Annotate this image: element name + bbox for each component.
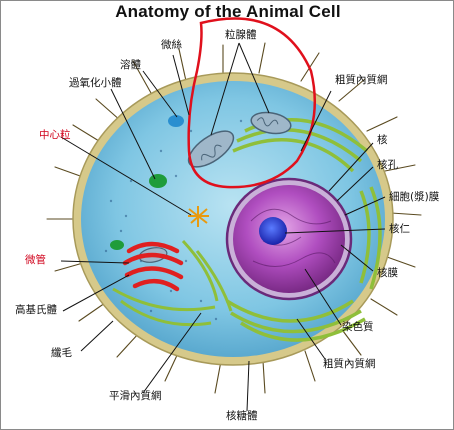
label-cell-membrane: 細胞(漿)膜: [389, 191, 440, 203]
cilia-group: [46, 42, 422, 394]
label-mitochondria: 粒腺體: [225, 29, 257, 41]
label-microtubule: 微管: [25, 254, 46, 266]
leader-lines: [60, 42, 386, 412]
mitochondria-group: [138, 111, 292, 263]
label-lysosome: 溶體: [120, 59, 141, 71]
label-centriole: 中心粒: [39, 129, 71, 141]
label-chromatin: 染色質: [342, 321, 374, 333]
nucleus-body: [233, 185, 345, 293]
lysosome: [168, 115, 184, 127]
golgi-apparatus: [122, 241, 184, 292]
peroxisome: [149, 174, 167, 188]
nucleolus: [259, 217, 287, 245]
label-nucleus: 核: [377, 134, 388, 146]
vesicle-green: [110, 240, 124, 250]
diagram-title: Anatomy of the Animal Cell: [115, 2, 341, 21]
label-peroxisome: 過氧化小體: [69, 77, 122, 89]
label-nuclear-envelope: 核膜: [377, 267, 398, 279]
label-golgi: 高基氏體: [15, 304, 57, 316]
label-rough-er-top: 粗質內質網: [335, 74, 388, 86]
label-rough-er-bottom: 粗質內質網: [323, 358, 376, 370]
centriole: [188, 206, 209, 227]
label-nuclear-pore: 核孔: [377, 159, 398, 171]
label-ribosome: 核糖體: [226, 410, 258, 422]
label-cilia: 纖毛: [51, 347, 72, 359]
label-microfilament: 微絲: [161, 39, 182, 51]
label-smooth-er: 平滑內質網: [109, 390, 162, 402]
highlight-outline: [187, 17, 317, 189]
smooth-er: [112, 239, 233, 327]
label-nucleolus: 核仁: [389, 223, 410, 235]
